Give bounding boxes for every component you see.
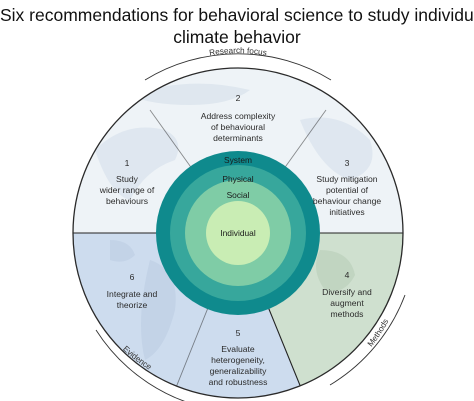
segment-6-line-1: Integrate and (107, 289, 158, 299)
segment-4-number: 4 (345, 270, 350, 280)
segment-6: 6 Integrate and theorize (107, 272, 158, 310)
title-line-2: climate behavior (173, 27, 301, 47)
outer-circle (72, 67, 404, 399)
segment-2-line-1: Address complexity (201, 111, 276, 121)
research-arc-line (144, 53, 332, 81)
segment-2-line-2: of behavioural (211, 122, 265, 132)
ring-individual (206, 201, 270, 265)
segment-6-number: 6 (130, 272, 135, 282)
segment-5-number: 5 (236, 328, 241, 338)
segment-1-number: 1 (125, 158, 130, 168)
segment-3: 3 Study mitigation potential of behaviou… (313, 158, 382, 217)
title-line-1: Six recommendations for behavioral scien… (0, 5, 474, 25)
segment-5-line-2: heterogeneity, (211, 355, 265, 365)
segment-4-line-2: augment (330, 298, 364, 308)
segment-2-line-3: determinants (213, 133, 263, 143)
ring-label-individual: Individual (220, 228, 256, 238)
segment-1: 1 Study wider range of behaviours (99, 158, 155, 206)
segment-1-line-2: wider range of (99, 185, 155, 195)
segment-2: 2 Address complexity of behavioural dete… (201, 93, 276, 143)
segment-3-line-4: initiatives (329, 207, 364, 217)
segment-5-line-3: generalizability (210, 366, 268, 376)
world-map-methods (316, 250, 355, 291)
segment-5-line-1: Evaluate (221, 344, 255, 354)
segment-5: 5 Evaluate heterogeneity, generalizabili… (209, 328, 268, 387)
segment-5-line-4: and robustness (209, 377, 268, 387)
methods-arc-line (329, 294, 406, 386)
evidence-arc-line (95, 329, 186, 401)
world-map-background (95, 83, 373, 200)
segment-6-line-2: theorize (117, 300, 148, 310)
segment-1-line-1: Study (116, 174, 139, 184)
segment-4-line-1: Diversify and (322, 287, 372, 297)
segment-4: 4 Diversify and augment methods (322, 270, 372, 319)
arc-label-research: Research focus (209, 46, 268, 57)
segment-4-line-3: methods (331, 309, 364, 319)
segment-3-number: 3 (345, 158, 350, 168)
world-map-lower (110, 240, 176, 360)
segment-2-number: 2 (236, 93, 241, 103)
segment-3-line-1: Study mitigation (316, 174, 377, 184)
figure-title: Six recommendations for behavioral scien… (0, 4, 474, 48)
ring-label-physical: Physical (222, 174, 253, 184)
ring-label-social: Social (227, 190, 250, 200)
segment-3-line-2: potential of (326, 185, 369, 195)
ring-label-system: System (224, 155, 252, 165)
segment-3-line-3: behaviour change (313, 196, 382, 206)
segment-1-line-3: behaviours (106, 196, 148, 206)
